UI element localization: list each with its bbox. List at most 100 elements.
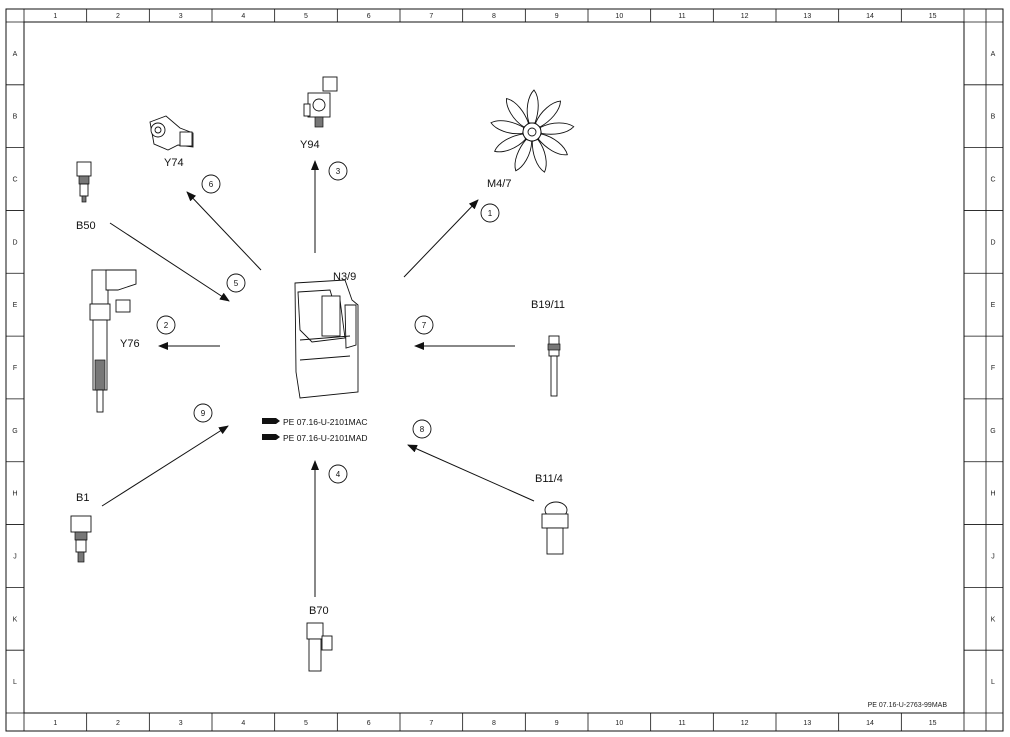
grid-column-label: 1 [53, 720, 57, 727]
grid-row-label: A [991, 51, 996, 58]
grid-row-label: L [13, 679, 17, 686]
grid-column-label: 3 [179, 13, 183, 20]
grid-column-label: 9 [555, 720, 559, 727]
reference-2: PE 07.16-U-2101MAD [283, 433, 368, 443]
fan-blade [514, 138, 533, 172]
arrow-to-y74 [186, 191, 262, 271]
fan-m4-7-drawing [490, 89, 575, 173]
grid-row-label: K [991, 616, 996, 623]
fan-blade [490, 120, 525, 135]
sensor-b70-drawing [306, 622, 333, 672]
grid-row-label: E [13, 302, 18, 309]
svg-text:7: 7 [422, 321, 427, 330]
fan-blade [534, 100, 562, 128]
grid-row-label: C [12, 177, 17, 184]
svg-text:8: 8 [420, 425, 425, 434]
svg-text:3: 3 [336, 167, 341, 176]
grid-row-label: F [13, 365, 17, 372]
grid-column-label: 7 [429, 13, 433, 20]
sensor-b50-drawing [76, 161, 92, 203]
label-m4-7: M4/7 [487, 178, 511, 190]
document-id: PE 07.16-U-2763-99MAB [868, 702, 948, 709]
grid-column-label: 1 [53, 13, 57, 20]
label-b70: B70 [309, 605, 329, 617]
grid-column-label: 3 [179, 720, 183, 727]
grid-column-label: 12 [741, 720, 749, 727]
grid-row-label: F [991, 365, 995, 372]
callout-9: 9 [193, 403, 213, 423]
grid-row-label: B [13, 114, 18, 121]
sensor-b1-drawing [70, 515, 92, 563]
svg-text:4: 4 [336, 470, 341, 479]
arrow-from-b11-4 [407, 444, 535, 502]
label-b50: B50 [76, 220, 96, 232]
callout-7: 7 [414, 315, 434, 335]
reference-pointer-icon [262, 434, 280, 440]
grid-column-label: 15 [929, 720, 937, 727]
component-labels: N3/9 M4/7 Y76 Y74 Y94 B50 B1 B70 B11/4 B… [76, 139, 565, 617]
reference-1: PE 07.16-U-2101MAC [283, 417, 368, 427]
fan-blade [539, 122, 575, 135]
grid-column-label: 4 [241, 13, 245, 20]
svg-text:2: 2 [164, 321, 169, 330]
reference-pointer-icon [262, 418, 280, 424]
grid-row-label: J [13, 553, 17, 560]
grid-column-label: 7 [429, 720, 433, 727]
fan-blade [537, 133, 568, 156]
callout-2: 2 [156, 315, 176, 335]
label-y74: Y74 [164, 157, 184, 169]
grid-row-label: H [12, 491, 17, 498]
grid-column-label: 2 [116, 13, 120, 20]
grid-column-label: 12 [741, 13, 749, 20]
callout-markers: 1 2 3 4 5 6 7 8 9 [156, 161, 500, 484]
callout-8: 8 [412, 419, 432, 439]
svg-text:5: 5 [234, 279, 239, 288]
grid-row-label: A [13, 51, 18, 58]
grid-column-label: 8 [492, 13, 496, 20]
drawing-frame: 1122334455667788991010111112121313141415… [5, 8, 1004, 732]
grid-column-label: 13 [803, 13, 811, 20]
svg-text:9: 9 [201, 409, 206, 418]
svg-text:6: 6 [209, 180, 214, 189]
grid-row-label: D [12, 239, 17, 246]
grid-row-label: B [991, 114, 996, 121]
grid-column-label: 8 [492, 720, 496, 727]
grid-column-label: 10 [615, 13, 623, 20]
callout-3: 3 [328, 161, 348, 181]
grid-row-label: C [990, 177, 995, 184]
injector-y76-drawing [89, 269, 137, 413]
grid-column-label: 10 [615, 720, 623, 727]
grid-row-label: L [991, 679, 995, 686]
sensor-b11-4-drawing [541, 501, 569, 555]
callout-4: 4 [328, 464, 348, 484]
grid-column-label: 13 [803, 720, 811, 727]
ecu-n3-9-drawing [294, 279, 359, 399]
grid-row-label: H [990, 491, 995, 498]
label-b11-4: B11/4 [535, 473, 563, 485]
grid-column-label: 5 [304, 13, 308, 20]
grid-row-label: G [990, 428, 995, 435]
grid-column-label: 4 [241, 720, 245, 727]
grid-column-label: 2 [116, 720, 120, 727]
grid-row-label: D [990, 239, 995, 246]
grid-column-label: 6 [367, 13, 371, 20]
fan-blade [531, 138, 547, 173]
fan-blade [506, 97, 530, 128]
callout-6: 6 [201, 174, 221, 194]
sensor-b19-11-drawing [547, 335, 561, 397]
references: PE 07.16-U-2101MAC PE 07.16-U-2101MAD [262, 417, 368, 443]
fan-blade [526, 89, 539, 124]
label-b19-11: B19/11 [531, 299, 565, 311]
grid-column-label: 5 [304, 720, 308, 727]
fan-blade [494, 133, 527, 153]
grid-row-label: G [12, 428, 17, 435]
arrow-from-b1 [101, 425, 229, 507]
callout-5: 5 [226, 273, 246, 293]
grid-column-label: 14 [866, 720, 874, 727]
grid-row-label: E [991, 302, 996, 309]
arrow-from-b50 [109, 222, 230, 302]
grid-column-label: 11 [678, 13, 685, 20]
valve-y74-drawing [149, 115, 194, 151]
grid-row-label: K [13, 616, 18, 623]
svg-text:1: 1 [488, 209, 493, 218]
